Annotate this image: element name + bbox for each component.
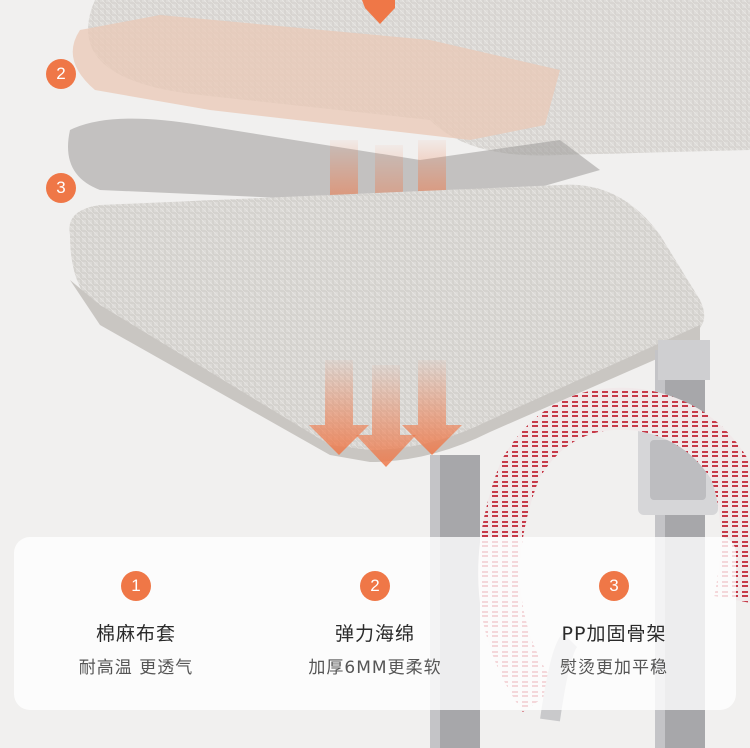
layer-badge-2: 2 [46, 59, 76, 89]
pressure-arrows-bottom [309, 360, 462, 467]
feature-number-badge: 1 [121, 571, 151, 601]
feature-subtitle: 加厚6MM更柔软 [308, 658, 442, 678]
feature-number-badge: 3 [599, 571, 629, 601]
layer-badge-3: 3 [46, 173, 76, 203]
feature-title: 棉麻布套 [95, 623, 176, 645]
feature-title: 弹力海绵 [334, 623, 415, 645]
feature-number-badge: 2 [360, 571, 390, 601]
feature-frame: 3 PP加固骨架 熨烫更加平稳 [494, 537, 734, 710]
foam-layer [72, 15, 561, 140]
feature-cover: 1 棉麻布套 耐高温 更透气 [16, 537, 256, 710]
pressure-arrows-top [362, 0, 395, 24]
feature-subtitle: 耐高温 更透气 [78, 658, 194, 678]
board-surface [69, 184, 705, 462]
feature-title: PP加固骨架 [561, 623, 667, 645]
feature-panel: 1 棉麻布套 耐高温 更透气 2 弹力海绵 加厚6MM更柔软 3 PP加固骨架 … [14, 537, 736, 710]
feature-foam: 2 弹力海绵 加厚6MM更柔软 [255, 537, 495, 710]
feature-subtitle: 熨烫更加平稳 [560, 658, 668, 678]
